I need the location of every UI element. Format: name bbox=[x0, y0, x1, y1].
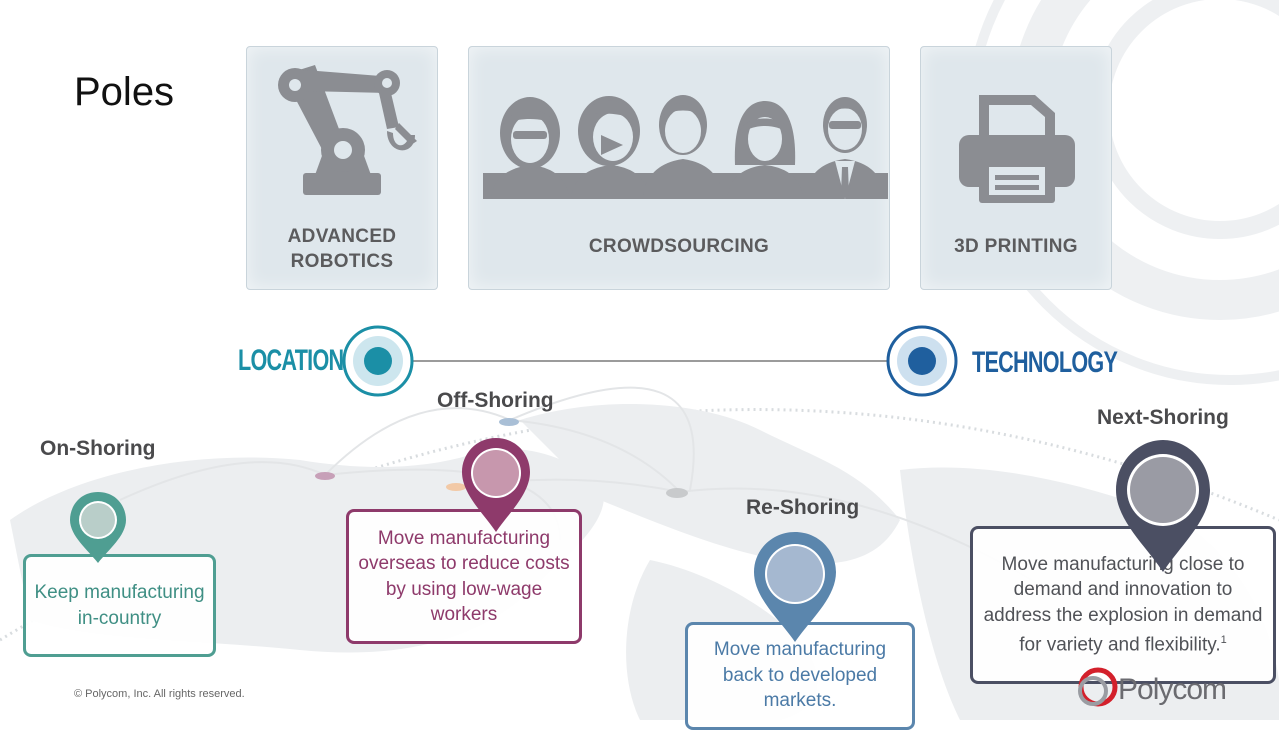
stage-label-off-shoring: Off-Shoring bbox=[437, 389, 554, 412]
slide-title: Poles bbox=[74, 70, 175, 114]
card-crowdsourcing: CROWDSOURCING bbox=[468, 46, 890, 290]
card-3d-printing: 3D PRINTING bbox=[920, 46, 1112, 290]
card-label-advanced: ADVANCED bbox=[287, 226, 397, 247]
off-shoring-description: Move manufacturing overseas to reduce co… bbox=[346, 509, 582, 644]
stage-label-on-shoring: On-Shoring bbox=[40, 437, 156, 460]
next-shoring-description: Move manufacturing close to demand and i… bbox=[970, 526, 1276, 684]
axis-line-graphic bbox=[342, 325, 958, 397]
printer-icon bbox=[959, 95, 1075, 203]
crowd-people-icon bbox=[483, 95, 888, 199]
location-dial bbox=[342, 325, 414, 397]
off-shoring-text: Move manufacturing overseas to reduce co… bbox=[358, 527, 570, 626]
footnote-marker: 1 bbox=[1220, 634, 1227, 647]
axis-label-technology: TECHNOLOGY bbox=[972, 346, 1118, 379]
technology-dial bbox=[886, 325, 958, 397]
next-shoring-text: Move manufacturing close to demand and i… bbox=[983, 553, 1263, 656]
re-shoring-description: Move manufacturing back to developed mar… bbox=[685, 622, 915, 730]
re-shoring-text: Move manufacturing back to developed mar… bbox=[713, 639, 887, 711]
card-label-robotics: ROBOTICS bbox=[290, 251, 394, 272]
card-label-crowdsourcing: CROWDSOURCING bbox=[588, 236, 770, 257]
on-shoring-description: Keep manufacturing in-country bbox=[23, 554, 216, 657]
robot-arm-icon bbox=[278, 65, 417, 195]
axis-label-location: LOCATION bbox=[238, 344, 344, 377]
stage-label-re-shoring: Re-Shoring bbox=[746, 496, 860, 519]
copyright-footer: © Polycom, Inc. All rights reserved. bbox=[74, 688, 245, 700]
next-shoring-text-wrap: Move manufacturing close to demand and i… bbox=[981, 552, 1265, 658]
polycom-logo-icon bbox=[1078, 667, 1118, 707]
stage-label-next-shoring: Next-Shoring bbox=[1097, 406, 1229, 429]
card-advanced-robotics: ADVANCED ROBOTICS bbox=[246, 46, 438, 290]
on-shoring-text: Keep manufacturing in-country bbox=[34, 582, 205, 629]
polycom-logo-text: Polycom bbox=[1118, 673, 1227, 706]
card-label-3d-printing: 3D PRINTING bbox=[954, 236, 1078, 257]
